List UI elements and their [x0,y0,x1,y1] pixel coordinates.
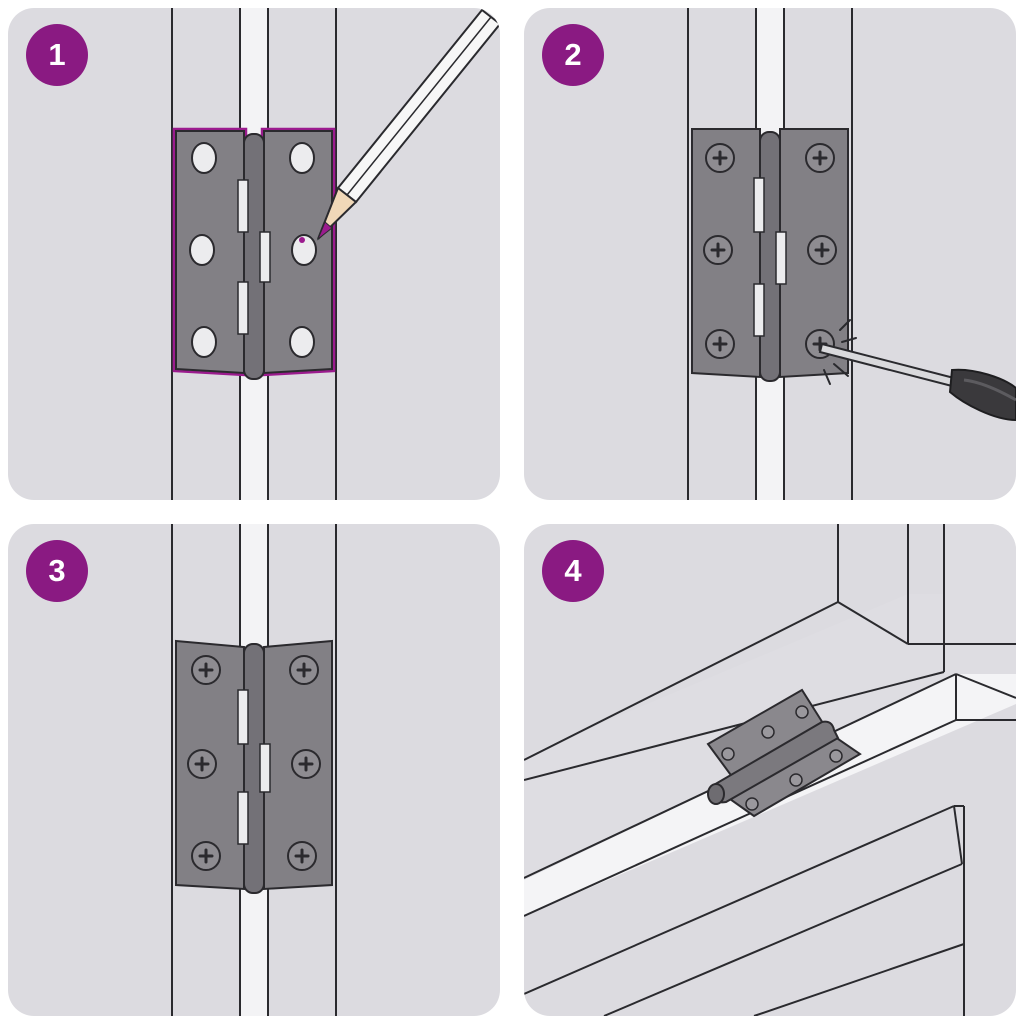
step-badge: 1 [26,24,88,86]
hinge [175,130,333,380]
box-lines [524,673,1016,1016]
pencil-icon [316,8,500,241]
screwdriver-icon [818,319,1016,422]
screw-holes [189,142,317,358]
pencil-dot [299,237,305,243]
step-badge: 3 [26,540,88,602]
step-1-panel: 1 [8,8,500,500]
step-1-illustration [171,8,500,500]
step-4-panel: 4 [524,524,1016,1016]
screw-heads [721,705,843,811]
hinge [175,639,333,894]
step-3-panel: 3 [8,524,500,1016]
step-3-illustration [171,524,337,1016]
step-2-panel: 2 [524,8,1016,500]
hinge [691,128,849,382]
hinge [706,688,862,818]
lid-lines [524,524,1016,781]
step-4-illustration [524,524,1016,1016]
step-2-illustration [687,8,1016,500]
step-badge: 4 [542,540,604,602]
step-badge: 2 [542,24,604,86]
